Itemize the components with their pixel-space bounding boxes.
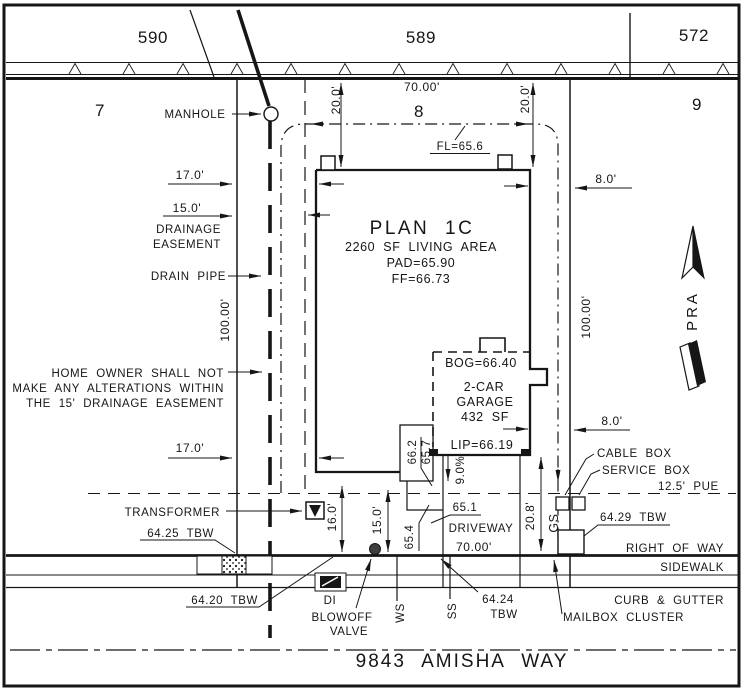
dimension-lines (140, 83, 670, 615)
water-service-label: WS (395, 603, 407, 623)
tbw-6429-label: 64.29 TBW (600, 512, 667, 524)
north-arrow-icon: PRA (679, 225, 706, 391)
tbw-6424-label-2: TBW (490, 609, 517, 621)
drain-inlet-icon (314, 572, 347, 592)
sewer-service-label: SS (447, 603, 459, 620)
rear-lot-572-label: 572 (679, 26, 709, 45)
rear-setback-left-dim: 20.0' (329, 86, 343, 115)
dim-15-front: 15.0' (370, 506, 384, 535)
curb-gutter-label: CURB & GUTTER (614, 595, 724, 607)
drain-pipe-label: DRAIN PIPE (151, 271, 226, 283)
lot-9-label: 9 (692, 95, 702, 114)
garage-label-2: GARAGE (456, 395, 513, 409)
rear-width-dim: 70.00' (404, 80, 440, 94)
drainage-easement-label-2: EASEMENT (153, 239, 221, 251)
mailbox-cluster-label: MAILBOX CLUSTER (563, 612, 684, 624)
garage-lip-elev: LIP=66.19 (451, 438, 514, 452)
drain-pipe-line (236, 9, 272, 638)
utility-symbols (196, 496, 586, 592)
rear-lot-589-label: 589 (406, 28, 436, 47)
dim-20-8: 20.8' (523, 502, 537, 531)
hatched-driveway-apron (196, 555, 273, 575)
north-arrow-label: PRA (684, 291, 701, 331)
flow-line (280, 121, 561, 554)
blowoff-label-1: BLOWOFF (311, 612, 372, 624)
rear-lot-590-label: 590 (138, 28, 168, 47)
drain-inlet-label: DI (324, 595, 337, 607)
blowoff-valve-icon (369, 543, 381, 555)
driveway-slope-label: 9.0% (455, 456, 467, 485)
tbw-6420-label: 64.20 TBW (191, 595, 258, 607)
service-box-label: SERVICE BOX (602, 465, 690, 477)
rear-fence-line (6, 9, 738, 80)
house-pad-elev: PAD=65.90 (387, 256, 456, 270)
manhole-label: MANHOLE (164, 109, 225, 121)
labels: 590 589 572 7 8 9 70.00' 20.0' 20.0' MAN… (12, 26, 724, 672)
rear-setback-right-dim: 20.0' (518, 85, 532, 114)
transformer-label: TRANSFORMER (125, 507, 220, 519)
elev-662-label: 66.2 (407, 440, 419, 465)
cable-box-icon (555, 496, 570, 511)
porch-column-right (497, 154, 513, 170)
gs-label: GS (547, 513, 561, 532)
elev-651-label: 65.1 (453, 502, 478, 514)
manhole-icon (263, 106, 279, 122)
house-living-area: 2260 SF LIVING AREA (345, 240, 497, 254)
dim-17-bottom: 17.0' (176, 441, 205, 455)
tbw-6425-label: 64.25 TBW (147, 528, 214, 540)
drainage-easement-label-1: DRAINAGE (156, 224, 221, 236)
dim-15-easement: 15.0' (173, 201, 202, 215)
house-outline (314, 154, 549, 511)
walkway (406, 481, 443, 511)
fl-label: FL=65.6 (437, 141, 484, 153)
lot-depth-left-dim: 100.00' (218, 298, 232, 341)
garage-label-3: 432 SF (461, 410, 509, 424)
sidewalk-label: SIDEWALK (660, 562, 724, 574)
garage-jamb-right (521, 449, 530, 456)
lot-boundary-lines (236, 79, 571, 588)
driveway-label: DRIVEWAY (449, 523, 514, 535)
frontage-dim: 70.00' (456, 540, 492, 554)
cable-box-label: CABLE BOX (597, 448, 672, 460)
street-section (6, 455, 738, 651)
garage-jamb-left (429, 449, 438, 456)
lot-7-label: 7 (95, 101, 105, 120)
garage-bump (479, 337, 506, 352)
homeowner-note-line3: THE 15' DRAINAGE EASEMENT (26, 398, 224, 410)
homeowner-note-line1: HOME OWNER SHALL NOT (52, 368, 224, 380)
blowoff-label-2: VALVE (330, 626, 368, 638)
service-box-icon (571, 496, 586, 511)
dim-8-top: 8.0' (595, 172, 616, 186)
garage-bog-elev: BOG=66.40 (445, 356, 517, 370)
tbw-6424-label-1: 64.24 (482, 594, 514, 606)
lot-depth-right-dim: 100.00' (579, 295, 593, 338)
street-name-label: 9843 AMISHA WAY (356, 651, 569, 672)
right-of-way-label: RIGHT OF WAY (626, 543, 724, 555)
dim-16-front: 16.0' (325, 503, 339, 532)
elev-654-label: 65.4 (404, 525, 416, 550)
mailbox-cluster-icon (557, 529, 585, 555)
elev-657-label: 65.7 (421, 440, 433, 465)
homeowner-note-line2: MAKE ANY ALTERATIONS WITHIN (12, 383, 224, 395)
drawing-border (2, 3, 741, 688)
pue-label: 12.5' PUE (658, 481, 719, 493)
house-ff-elev: FF=66.73 (392, 272, 451, 286)
dim-8-bottom: 8.0' (601, 414, 622, 428)
transformer-icon (305, 501, 325, 520)
garage-label-1: 2-CAR (464, 380, 505, 394)
porch-column-left (320, 155, 336, 171)
dim-17-top: 17.0' (176, 168, 205, 182)
lot-8-label: 8 (414, 102, 424, 121)
house-plan-title: PLAN 1C (370, 218, 475, 239)
